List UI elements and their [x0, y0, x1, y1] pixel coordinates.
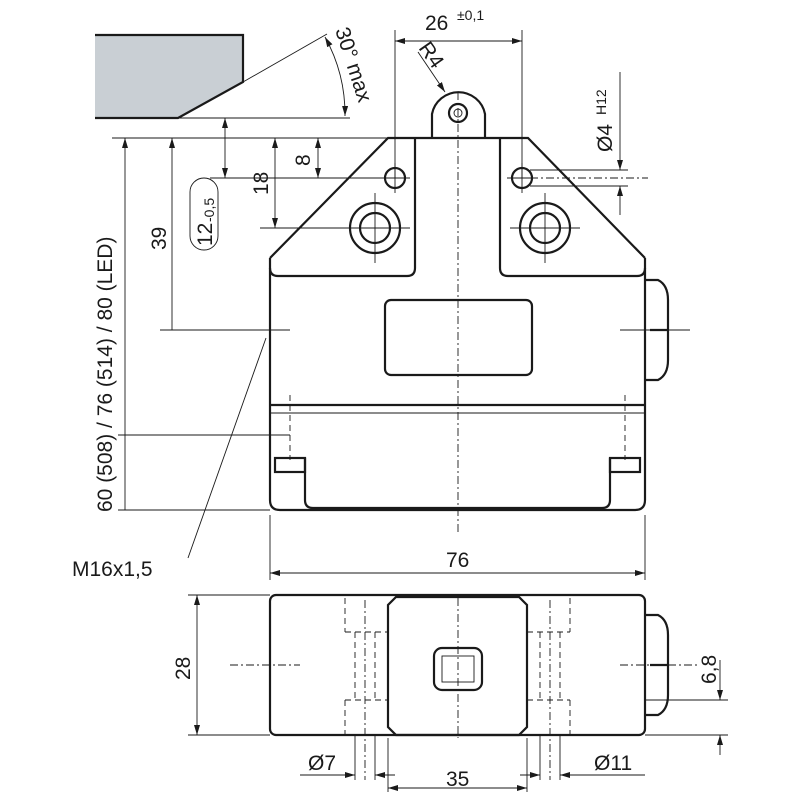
dim-26-tolerance: ±0,1 [457, 7, 484, 23]
travel-box [189, 177, 219, 251]
hole-ext-lines [530, 169, 628, 187]
width-label: 76 [446, 549, 469, 572]
dim-8-label: 8 [292, 154, 315, 166]
body-base [303, 458, 612, 510]
bottom-view-actuator-head [386, 595, 529, 737]
upper-housing [269, 136, 646, 259]
label-field [383, 298, 534, 377]
roller-pin-inner [453, 108, 463, 118]
foot-left [273, 456, 307, 474]
plunger-square-inner [441, 655, 475, 683]
hidden-lines-body [289, 395, 626, 460]
r4-leader [417, 51, 446, 93]
dim-6-8-label: 6,8 [698, 655, 721, 684]
depth-label: 28 [172, 657, 195, 680]
thread-leader [187, 337, 267, 559]
dim-39-label: 39 [148, 227, 171, 250]
foot-right [608, 456, 642, 474]
dia4-tolerance: H12 [593, 89, 609, 115]
bottom-center-lines [230, 600, 700, 780]
actuating-cam [95, 35, 243, 118]
angle-line [242, 33, 328, 83]
thread-label: M16x1,5 [72, 558, 153, 581]
travel-label: 12 [194, 223, 217, 246]
roller-plunger [430, 91, 487, 138]
dim-35-label: 35 [446, 768, 469, 791]
height-variants-label: 60 (508) / 76 (514) / 80 (LED) [94, 237, 117, 512]
angle-arc [324, 36, 349, 117]
r4-label: R4 [414, 38, 448, 73]
dia4-label: Ø4 [594, 124, 617, 152]
plunger-square [432, 646, 484, 692]
dim-26-label: 26 [425, 12, 448, 35]
main-body [268, 258, 647, 512]
left-ext-lines [118, 177, 395, 511]
roller-pin [447, 102, 469, 124]
bottom-view-body [268, 593, 647, 737]
dia7-label: Ø7 [308, 752, 336, 775]
hidden-lines-bottom [344, 598, 571, 735]
dia11-label: Ø11 [594, 752, 632, 775]
dim-18-label: 18 [250, 172, 273, 195]
travel-tolerance: -0,5 [201, 198, 217, 222]
